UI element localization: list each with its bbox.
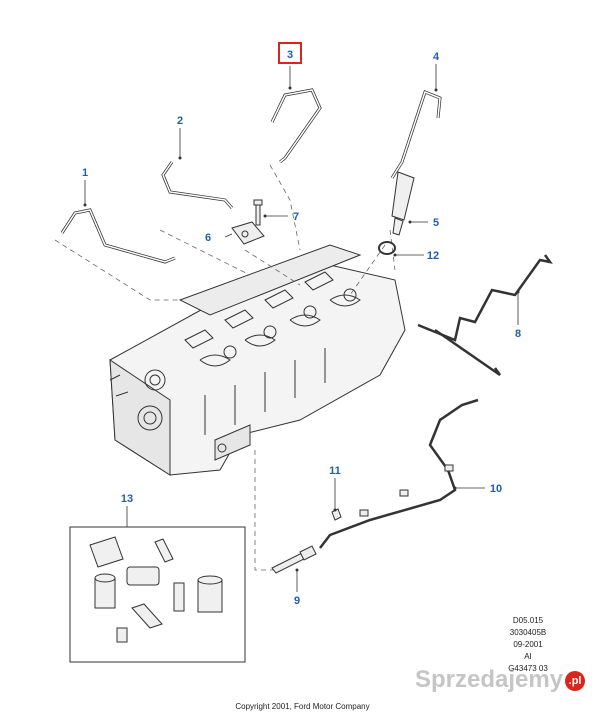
callout-2: 2 [177, 115, 183, 127]
drawing-extra: G43473 03 [508, 664, 548, 673]
callout-6: 6 [205, 232, 211, 244]
part-12-washer [378, 241, 396, 255]
guide-lines [54, 164, 396, 571]
part-2-fuel-pipe [161, 161, 234, 209]
callout-4: 4 [433, 51, 440, 63]
callout-13: 13 [121, 493, 133, 505]
callout-3-highlight-box [278, 42, 302, 64]
drawing-ref: D05.015 [512, 616, 544, 625]
drawing-code: AI [524, 652, 532, 661]
callout-10: 10 [490, 483, 502, 495]
callout-12: 12 [427, 250, 439, 262]
drawing-date: 09-2001 [513, 640, 543, 649]
copyright-text: Copyright 2001, Ford Motor Company [235, 702, 370, 711]
part-10-fuel-line [319, 398, 479, 549]
callout-3: 3 [287, 49, 293, 61]
part-9-glow-plug [271, 545, 317, 574]
part-10-clips [359, 464, 454, 517]
watermark-badge: .pl [565, 670, 586, 691]
part-6-clamp [231, 221, 265, 245]
part-8-leakoff-pipe [417, 254, 553, 377]
part-13-kit-box [69, 526, 246, 663]
part-1-fuel-pipe [60, 208, 176, 264]
callout-8: 8 [515, 328, 521, 340]
callout-1: 1 [82, 167, 88, 179]
drawing-part-number: 3030405B [509, 628, 547, 637]
part-7-bolt [253, 199, 263, 226]
part-13-kit-items [89, 536, 223, 643]
callout-9: 9 [294, 595, 300, 607]
callout-5: 5 [433, 217, 439, 229]
callout-11: 11 [329, 465, 341, 477]
leader-dots [83, 86, 520, 572]
watermark-logo: Sprzedajemy.pl [415, 666, 586, 694]
cylinder-head-drawing [109, 244, 406, 476]
part-11-clip [331, 508, 342, 521]
drawing-info-block: D05.015 3030405B 09-2001 AI G43473 03 [498, 615, 558, 675]
part-5-injector [391, 171, 415, 236]
callout-7: 7 [293, 211, 299, 223]
leader-lines [84, 64, 519, 592]
watermark-text: Sprzedajemy [415, 666, 564, 693]
part-3-fuel-pipe [270, 88, 322, 164]
